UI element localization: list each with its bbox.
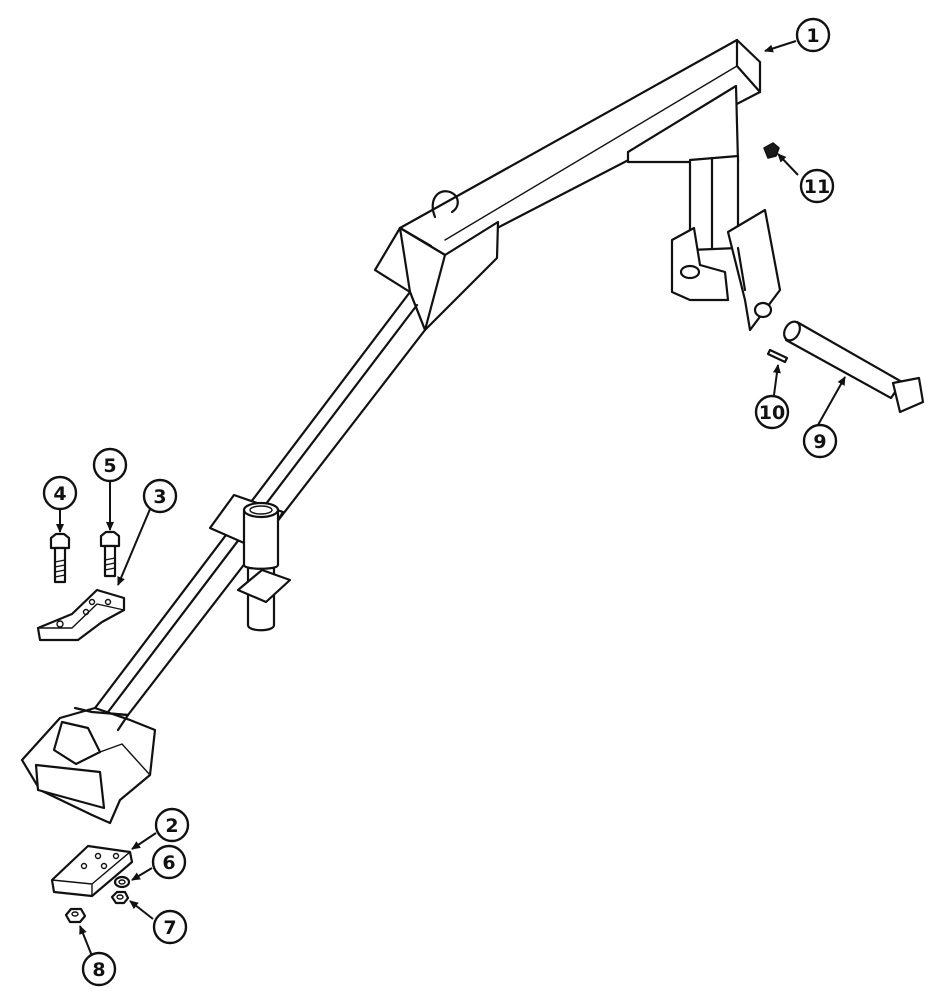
hitch-pin-9 xyxy=(783,320,925,414)
svg-text:3: 3 xyxy=(153,486,166,508)
nut-7 xyxy=(110,890,130,905)
nut-8 xyxy=(64,907,87,924)
svg-text:4: 4 xyxy=(53,483,66,505)
bolt-5 xyxy=(99,530,121,578)
plate-3 xyxy=(36,588,126,642)
callout-9: 9 xyxy=(802,423,838,459)
callout-7: 7 xyxy=(152,909,188,945)
callout-5: 5 xyxy=(92,447,128,483)
callout-10: 10 xyxy=(754,394,790,430)
main-frame xyxy=(20,38,782,825)
svg-text:6: 6 xyxy=(162,852,175,874)
spring-pin-10 xyxy=(766,348,789,364)
svg-text:11: 11 xyxy=(804,176,830,198)
svg-text:7: 7 xyxy=(163,917,176,939)
svg-text:1: 1 xyxy=(806,25,819,47)
callout-2: 2 xyxy=(154,807,190,843)
leader-lines xyxy=(56,40,846,957)
plate-2 xyxy=(50,844,134,898)
svg-text:8: 8 xyxy=(92,959,105,981)
callout-4: 4 xyxy=(42,475,78,511)
callout-6: 6 xyxy=(151,844,187,880)
svg-text:5: 5 xyxy=(103,455,116,477)
svg-text:2: 2 xyxy=(165,815,178,837)
callout-8: 8 xyxy=(81,951,117,987)
callout-3: 3 xyxy=(142,478,178,514)
grease-fitting-11 xyxy=(763,142,780,159)
bolt-4 xyxy=(49,532,71,584)
washer-6 xyxy=(113,875,131,889)
svg-text:10: 10 xyxy=(759,402,785,424)
svg-text:9: 9 xyxy=(813,431,826,453)
callout-11: 11 xyxy=(799,168,835,204)
callout-1: 1 xyxy=(795,17,831,53)
